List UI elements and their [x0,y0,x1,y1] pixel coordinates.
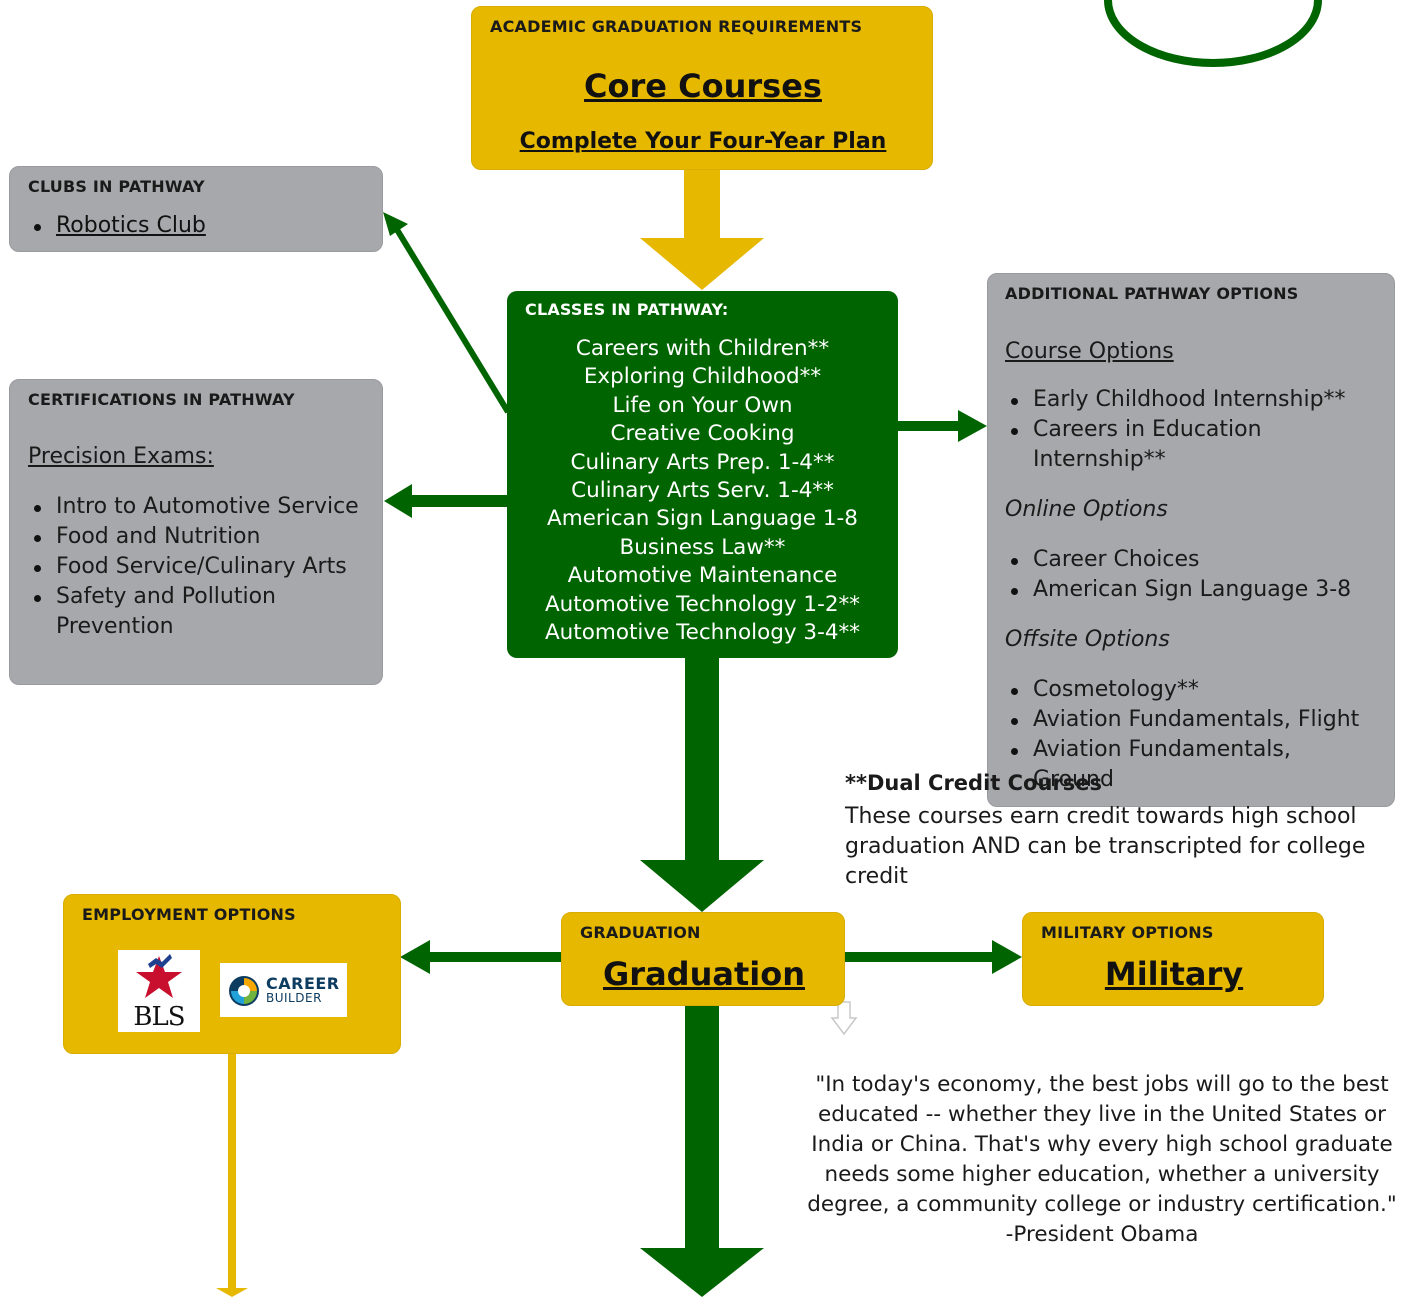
certifications-title: CERTIFICATIONS IN PATHWAY [28,390,295,409]
arrow-to-military-shaft [845,952,995,962]
robotics-club-link[interactable]: Robotics Club [56,213,206,238]
gold-arrow-shaft-top [684,168,720,240]
list-item: Automotive Technology 3-4** [544,620,861,646]
list-item[interactable]: Robotics Club [34,211,206,241]
academic-requirements-title: ACADEMIC GRADUATION REQUIREMENTS [490,17,863,36]
list-item: Automotive Technology 1-2** [544,591,861,617]
gold-arrow-head-top [640,238,764,290]
additional-options-box: ADDITIONAL PATHWAY OPTIONS Course Option… [987,273,1395,807]
green-circle-decoration [1104,0,1322,67]
list-item: American Sign Language 3-8 [1011,575,1403,605]
list-item: Safety and Pollution Prevention [34,582,296,642]
list-item: Automotive Maintenance [567,563,838,589]
careerbuilder-logo[interactable]: CAREER BUILDER [220,963,347,1017]
arrow-to-clubs-shaft [393,226,511,414]
list-item: Aviation Fundamentals, Ground [1011,735,1323,795]
list-item: Creative Cooking [610,421,795,447]
certifications-list: Intro to Automotive Service Food and Nut… [30,492,386,642]
list-item: Aviation Fundamentals, Flight [1011,705,1403,735]
arrow-to-additional-head [958,410,987,442]
online-options-list: Career Choices American Sign Language 3-… [1007,545,1403,605]
clubs-box: CLUBS IN PATHWAY Robotics Club [9,166,383,252]
careerbuilder-text-line1: CAREER [266,974,340,993]
clubs-list: Robotics Club [30,211,206,241]
list-item: Life on Your Own [612,392,793,418]
careerbuilder-text-line2: BUILDER [266,991,322,1005]
list-item: Exploring Childhood** [583,364,822,390]
military-options-box: MILITARY OPTIONS Military [1022,912,1324,1006]
list-item: Career Choices [1011,545,1403,575]
graduation-box: GRADUATION Graduation [561,912,845,1006]
green-arrow-shaft-mid [685,658,719,862]
bls-logo-text: BLS [133,1002,185,1032]
certifications-box: CERTIFICATIONS IN PATHWAY Precision Exam… [9,379,383,685]
academic-requirements-box: ACADEMIC GRADUATION REQUIREMENTS Core Co… [471,6,933,170]
employment-options-box: EMPLOYMENT OPTIONS BLS CAREER BUILDER [63,894,401,1054]
course-options-list: Early Childhood Internship** Careers in … [1007,385,1403,475]
classes-list: Careers with Children** Exploring Childh… [507,335,898,647]
list-item: Early Childhood Internship** [1011,385,1403,415]
military-options-title: MILITARY OPTIONS [1041,923,1214,942]
bls-logo[interactable]: BLS [118,950,200,1032]
list-item: Careers in Education Internship** [1011,415,1293,475]
classes-title: CLASSES IN PATHWAY: [525,300,729,319]
arrow-to-certs-head [384,484,412,518]
graduation-link[interactable]: Graduation [603,955,805,993]
classes-box: CLASSES IN PATHWAY: Careers with Childre… [507,291,898,658]
list-item: Food and Nutrition [34,522,386,552]
small-outline-down-arrow [830,1001,858,1036]
gold-arrow-shaft-employment [228,1052,236,1288]
offsite-options-list: Cosmetology** Aviation Fundamentals, Fli… [1007,675,1403,795]
graduation-title: GRADUATION [580,923,701,942]
additional-options-title: ADDITIONAL PATHWAY OPTIONS [1005,284,1299,303]
arrow-to-employment-shaft [428,952,562,962]
quote-text: "In today's economy, the best jobs will … [807,1072,1397,1217]
green-arrow-head-mid [640,860,764,912]
list-item: Careers with Children** [575,336,830,361]
list-item: Culinary Arts Serv. 1-4** [571,478,834,504]
arrow-to-employment-head [400,940,430,974]
obama-quote: "In today's economy, the best jobs will … [805,1070,1399,1250]
employment-options-title: EMPLOYMENT OPTIONS [82,905,296,924]
list-item: Food Service/Culinary Arts [34,552,386,582]
list-item: Culinary Arts Prep. 1-4** [570,449,835,475]
arrow-to-certs-shaft [410,495,510,507]
dual-credit-title: **Dual Credit Courses [845,771,1103,795]
list-item: Business Law** [619,534,786,560]
precision-exams-heading: Precision Exams: [28,444,214,469]
online-options-heading: Online Options [1005,497,1168,522]
green-arrow-head-bottom [640,1248,764,1297]
green-arrow-shaft-bottom [685,1006,719,1252]
careerbuilder-mark-icon [229,976,259,1006]
arrow-to-clubs-head [383,212,408,236]
list-item: Intro to Automotive Service [34,492,386,522]
course-options-heading: Course Options [1005,339,1174,364]
quote-author: -President Obama [1005,1222,1199,1247]
list-item: American Sign Language 1-8 [547,506,858,532]
offsite-options-heading: Offsite Options [1005,627,1170,652]
arrow-to-military-head [992,940,1022,974]
four-year-plan-link[interactable]: Complete Your Four-Year Plan [519,129,887,154]
clubs-title: CLUBS IN PATHWAY [28,177,205,196]
dual-credit-text: These courses earn credit towards high s… [845,804,1366,889]
list-item: Cosmetology** [1011,675,1403,705]
military-link[interactable]: Military [1104,955,1244,993]
core-courses-link[interactable]: Core Courses [584,67,822,105]
gold-arrow-head-employment [216,1288,248,1297]
arrow-to-additional-shaft [897,421,961,431]
bls-star-icon [136,954,182,998]
